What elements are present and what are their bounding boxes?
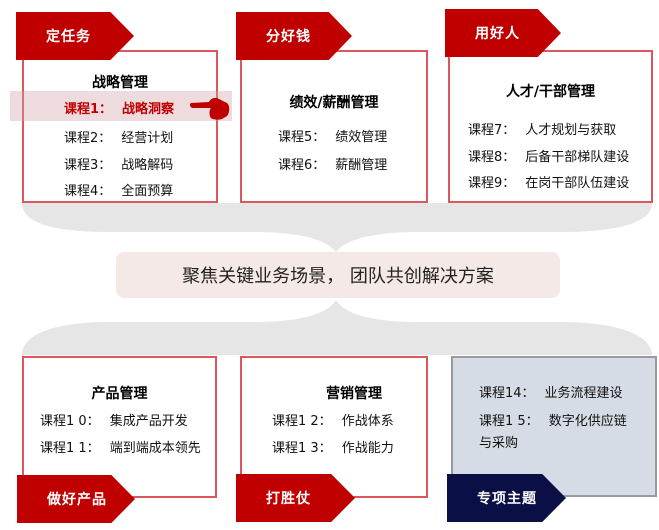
top-brace <box>22 203 652 252</box>
course-number: 课程9： <box>468 176 516 191</box>
tag-label: 打胜仗 <box>266 491 311 507</box>
tag-label: 专项主题 <box>477 491 537 507</box>
course-number: 课程7： <box>468 123 516 138</box>
module-box-strategy <box>22 50 218 203</box>
course-name: 战略解码 <box>121 158 174 173</box>
module-title: 产品管理 <box>91 386 148 402</box>
tag-use-people: 用好人 <box>445 9 561 57</box>
course-item[interactable]: 课程1 1： 端到端成本领先 <box>40 437 201 456</box>
course-name: 全面预算 <box>121 184 174 199</box>
course-name: 集成产品开发 <box>109 414 188 429</box>
course-number: 课程1 2： <box>272 414 332 429</box>
module-title: 绩效/薪酬管理 <box>289 95 379 111</box>
tag-special-topics: 专项主题 <box>447 474 566 522</box>
course-item[interactable]: 课程6： 薪酬管理 <box>278 154 387 173</box>
tag-win-battles: 打胜仗 <box>236 474 355 522</box>
module-box-product <box>22 356 217 498</box>
module-content-product: 产品管理 课程1 0： 集成产品开发 课程1 1： 端到端成本领先 <box>22 356 217 498</box>
course-name: 与采购 <box>479 436 519 451</box>
course-item-continuation: 与采购 <box>479 432 518 451</box>
course-item[interactable]: 课程1 5： 数字化供应链 <box>479 410 627 429</box>
course-number: 课程3： <box>64 158 112 173</box>
module-content-strategy: 战略管理 课程1： 战略洞察 课程2： 经营计划 课程3： 战略解码 课程4： 全面预算 <box>22 50 218 203</box>
course-item[interactable]: 课程9： 在岗干部队伍建设 <box>468 172 629 191</box>
course-number: 课程2： <box>64 131 112 146</box>
course-number: 课程14： <box>479 386 535 401</box>
course-number: 课程6： <box>278 158 326 173</box>
course-name: 业务流程建设 <box>544 386 623 401</box>
tag-label: 定任务 <box>46 29 91 45</box>
course-item[interactable]: 课程2： 经营计划 <box>64 127 173 146</box>
bottom-brace <box>22 300 652 355</box>
course-name: 人才规划与获取 <box>525 123 617 138</box>
course-item[interactable]: 课程3： 战略解码 <box>64 154 173 173</box>
course-name: 在岗干部队伍建设 <box>525 176 630 191</box>
module-title: 人才/干部管理 <box>505 84 596 100</box>
course-item[interactable]: 课程14： 业务流程建设 <box>479 382 623 401</box>
module-box-performance <box>240 50 428 203</box>
course-item[interactable]: 课程7： 人才规划与获取 <box>468 119 616 138</box>
course-number: 课程4： <box>64 184 112 199</box>
course-name: 绩效管理 <box>335 130 388 145</box>
course-number: 课程1 1： <box>40 441 100 456</box>
tag-label: 用好人 <box>475 26 520 42</box>
course-name: 端到端成本领先 <box>109 441 201 456</box>
course-name: 经营计划 <box>121 131 174 146</box>
course-name: 后备干部梯队建设 <box>525 150 630 165</box>
course-number: 课程1： <box>64 102 113 117</box>
tag-define-tasks: 定任务 <box>16 12 134 60</box>
module-content-special-topics: 课程14： 业务流程建设 课程1 5： 数字化供应链 与采购 <box>451 356 657 497</box>
center-banner: 聚焦关键业务场景， 团队共创解决方案 <box>116 252 560 298</box>
course-name: 作战能力 <box>341 441 394 456</box>
module-content-marketing: 营销管理 课程1 2： 作战体系 课程1 3： 作战能力 <box>240 356 428 498</box>
course-item[interactable]: 课程8： 后备干部梯队建设 <box>468 146 629 165</box>
course-number: 课程8： <box>468 150 516 165</box>
module-box-talent <box>448 50 653 203</box>
tag-label: 分好钱 <box>266 29 311 45</box>
pointing-hand-icon <box>189 98 230 120</box>
center-banner-text: 聚焦关键业务场景， 团队共创解决方案 <box>182 266 494 287</box>
course-name: 薪酬管理 <box>335 158 388 173</box>
module-content-talent: 人才/干部管理 课程7： 人才规划与获取 课程8： 后备干部梯队建设 课程9： 在岗干… <box>448 50 653 203</box>
course-number: 课程1 3： <box>272 441 332 456</box>
tag-label: 做好产品 <box>47 492 107 508</box>
course-name: 战略洞察 <box>122 102 175 117</box>
module-title: 战略管理 <box>92 75 148 91</box>
course-number: 课程5： <box>278 130 326 145</box>
course-number: 课程1 5： <box>479 414 539 429</box>
course-name: 数字化供应链 <box>548 414 627 429</box>
module-title: 营销管理 <box>326 386 382 402</box>
module-content-performance: 绩效/薪酬管理 课程5： 绩效管理 课程6： 薪酬管理 <box>240 50 428 203</box>
tag-distribute-money: 分好钱 <box>236 12 352 60</box>
course-item[interactable]: 课程4： 全面预算 <box>64 180 173 199</box>
tag-good-products: 做好产品 <box>17 475 135 523</box>
course-name: 作战体系 <box>341 414 394 429</box>
course-item-highlighted[interactable]: 课程1： 战略洞察 <box>64 98 174 117</box>
course-item[interactable]: 课程1 3： 作战能力 <box>272 437 394 456</box>
course-number: 课程1 0： <box>40 414 100 429</box>
course-item[interactable]: 课程1 2： 作战体系 <box>272 410 394 429</box>
course-item[interactable]: 课程5： 绩效管理 <box>278 126 387 145</box>
course-item[interactable]: 课程1 0： 集成产品开发 <box>40 410 188 429</box>
